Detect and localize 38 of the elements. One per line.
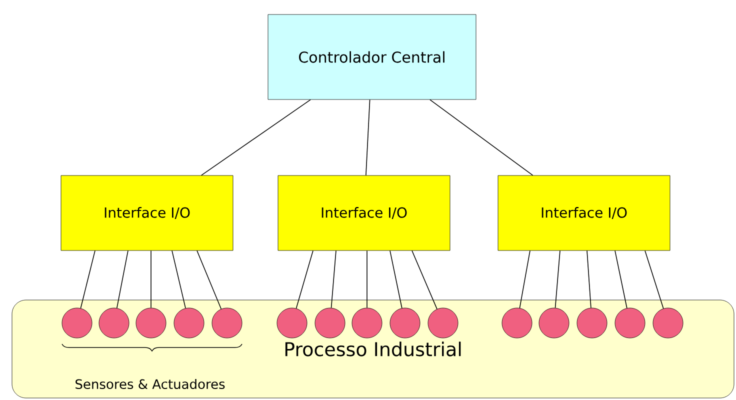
connector-line <box>390 250 402 309</box>
sensor-circle <box>652 308 684 338</box>
connector-line <box>554 250 560 308</box>
sensor-circle <box>314 308 346 338</box>
connector-line <box>330 250 336 308</box>
sensor-circle <box>502 308 532 338</box>
connector-line <box>430 99 534 176</box>
connector-line <box>200 99 311 176</box>
interface-box: Interface I/O <box>60 175 234 251</box>
connector-line <box>366 250 368 308</box>
sensor-circle <box>428 308 458 338</box>
sensor-circle <box>538 308 570 338</box>
group-label: Sensores & Actuadores <box>76 378 225 390</box>
sensor-circle <box>352 308 382 338</box>
connector-line <box>116 250 128 308</box>
connector-line <box>586 250 592 308</box>
interface-box: Interface I/O <box>278 175 450 251</box>
sensor-circle <box>136 308 166 338</box>
sensor-circle <box>390 308 420 338</box>
sensor-circle <box>276 308 308 338</box>
connector-line <box>196 250 222 310</box>
connector-line <box>150 250 152 308</box>
sensor-circle <box>98 308 130 338</box>
sensor-circle <box>174 308 204 338</box>
interface-box: Interface I/O <box>498 175 670 251</box>
sensor-circle <box>62 308 92 338</box>
connector-line <box>412 250 438 310</box>
controller-box: Controlador Central <box>268 14 476 100</box>
sensor-circle <box>614 308 646 338</box>
connector-line <box>80 250 96 309</box>
connector-line <box>172 250 186 309</box>
connector-line <box>519 250 530 308</box>
sensor-circle <box>576 308 608 338</box>
connector-line <box>614 250 628 309</box>
connector-line <box>366 99 370 176</box>
connector-line <box>296 250 314 309</box>
connector-line <box>644 250 664 309</box>
sensor-circle <box>212 308 242 338</box>
